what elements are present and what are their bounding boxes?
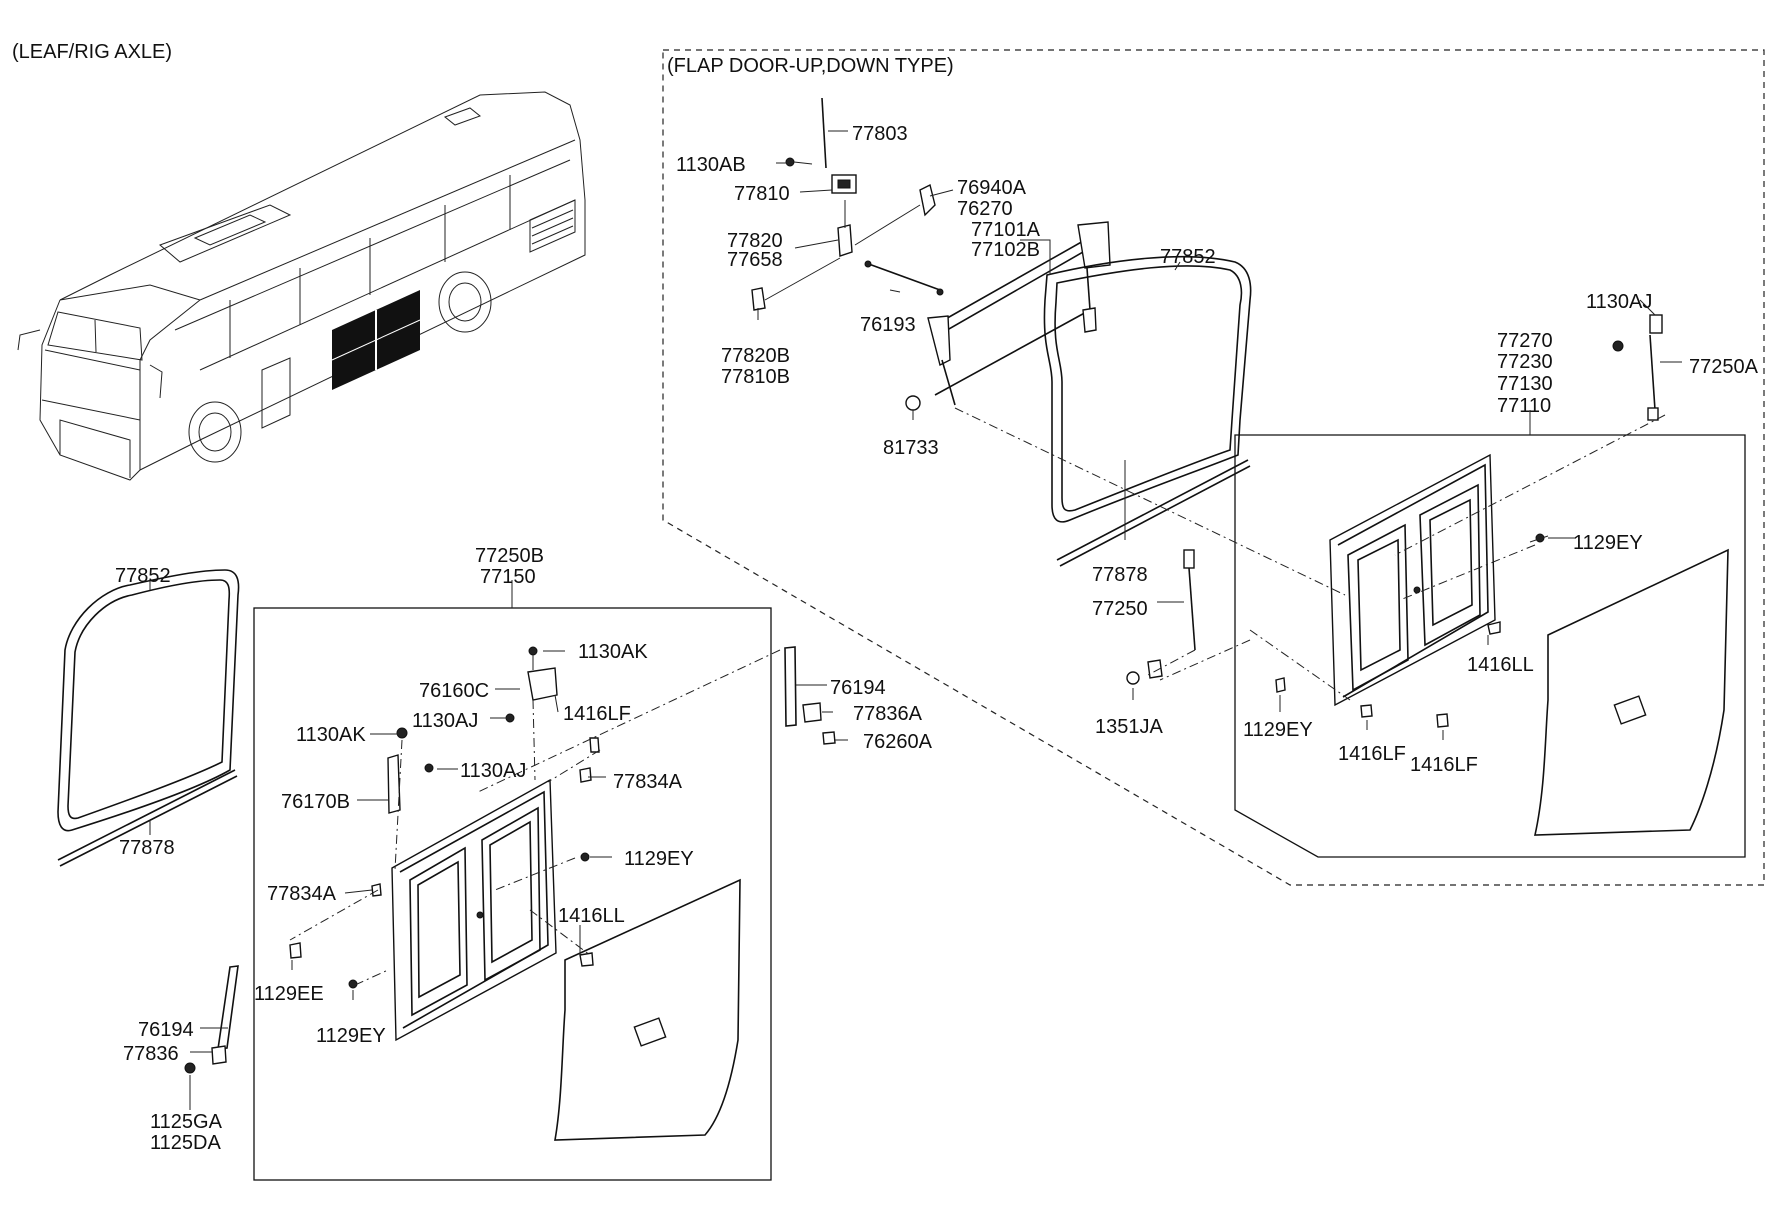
label-77810B: 77810B <box>721 366 790 388</box>
label-1125GA: 1125GA <box>150 1111 223 1133</box>
label-81733: 81733 <box>883 437 939 459</box>
label-77230: 77230 <box>1497 351 1553 373</box>
door-frame-center <box>391 778 557 1042</box>
label-77810: 77810 <box>734 183 790 205</box>
label-77820B: 77820B <box>721 345 790 367</box>
label-77836: 77836 <box>123 1043 179 1065</box>
label-77250A: 77250A <box>1689 356 1759 378</box>
label-77834A-1: 77834A <box>613 771 683 793</box>
label-1130AJ-right: 1130AJ <box>1586 291 1652 313</box>
label-76270: 76270 <box>957 198 1013 220</box>
label-1130AK-2: 1130AK <box>296 724 366 746</box>
label-77130: 77130 <box>1497 373 1553 395</box>
label-1416LF-m: 1416LF <box>563 703 631 725</box>
fasteners-right <box>1275 533 1549 728</box>
label-1130AJ-m2: 1130AJ <box>460 760 526 782</box>
seal-left <box>57 569 240 867</box>
label-77102B: 77102B <box>971 239 1040 261</box>
flap-section-heading: (FLAP DOOR-UP,DOWN TYPE) <box>667 55 954 77</box>
label-1129EY-r2: 1129EY <box>1243 719 1313 741</box>
label-1125DA: 1125DA <box>150 1132 221 1154</box>
label-77852-left: 77852 <box>115 565 171 587</box>
flap-mechanism <box>751 97 1663 685</box>
label-76260A: 76260A <box>863 731 933 753</box>
fasteners-center <box>184 646 836 1074</box>
label-1416LF-r1: 1416LF <box>1338 743 1406 765</box>
door-skin-right <box>1533 548 1729 836</box>
label-77836A: 77836A <box>853 703 923 725</box>
label-76194-bottom: 76194 <box>138 1019 194 1041</box>
label-1130AJ-m1: 1130AJ <box>412 710 478 732</box>
label-1130AB: 1130AB <box>676 154 746 176</box>
label-77150: 77150 <box>480 566 536 588</box>
label-77852-top: 77852 <box>1160 246 1216 268</box>
variant-heading: (LEAF/RIG AXLE) <box>12 41 172 63</box>
label-77658: 77658 <box>727 249 783 271</box>
bus-side-panel-highlight <box>331 290 421 390</box>
label-76160C: 76160C <box>419 680 489 702</box>
label-76193: 76193 <box>860 314 916 336</box>
label-1129EY-r1: 1129EY <box>1573 532 1643 554</box>
label-1416LL-m: 1416LL <box>558 905 625 927</box>
door-skin-center <box>554 878 741 1141</box>
leader-lines <box>149 130 1682 1110</box>
label-1416LF-r2: 1416LF <box>1410 754 1478 776</box>
part-labels: 77803 1130AB 77810 76940A 76270 77820 77… <box>115 123 1759 1154</box>
label-1129EY-b: 1129EY <box>316 1025 386 1047</box>
door-frame-right <box>1329 453 1496 707</box>
label-77803: 77803 <box>852 123 908 145</box>
label-1351JA: 1351JA <box>1095 716 1163 738</box>
flap-section-outline <box>662 49 1765 886</box>
bus-illustration <box>17 91 586 481</box>
label-77834A-2: 77834A <box>267 883 337 905</box>
label-77110: 77110 <box>1497 395 1551 417</box>
label-1416LL-r: 1416LL <box>1467 654 1534 676</box>
door-assembly-box-right <box>1234 434 1746 858</box>
label-76940A: 76940A <box>957 177 1027 199</box>
label-76170B: 76170B <box>281 791 350 813</box>
label-77250B: 77250B <box>475 545 544 567</box>
label-77820: 77820 <box>727 230 783 252</box>
label-1130AK-1: 1130AK <box>578 641 648 663</box>
label-77250: 77250 <box>1092 598 1148 620</box>
label-77101A: 77101A <box>971 219 1041 241</box>
label-77878-top: 77878 <box>1092 564 1148 586</box>
label-1129EY-m: 1129EY <box>624 848 694 870</box>
label-77878-left: 77878 <box>119 837 175 859</box>
label-76194-top: 76194 <box>830 677 886 699</box>
label-77270: 77270 <box>1497 330 1553 352</box>
label-1129EE: 1129EE <box>254 983 324 1005</box>
